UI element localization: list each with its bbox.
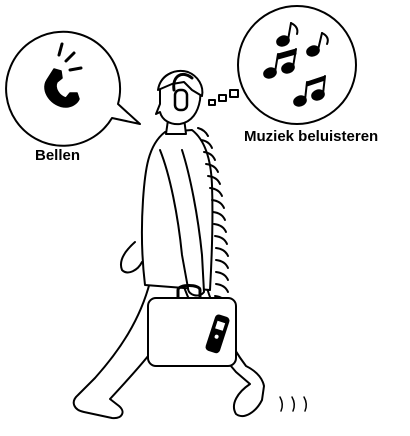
bubble-dot <box>209 100 215 105</box>
call-label: Bellen <box>35 147 80 164</box>
music-label: Muziek beluisteren <box>244 128 378 145</box>
headphone-ear-cup <box>175 90 187 110</box>
call-bubble-outline <box>6 32 140 146</box>
music-bubble <box>209 6 356 124</box>
back-hand <box>121 242 142 272</box>
motion-lines <box>280 397 306 411</box>
call-bubble <box>6 32 140 146</box>
briefcase <box>148 286 236 367</box>
bubble-dot <box>219 95 226 101</box>
bubble-dot <box>230 90 238 97</box>
